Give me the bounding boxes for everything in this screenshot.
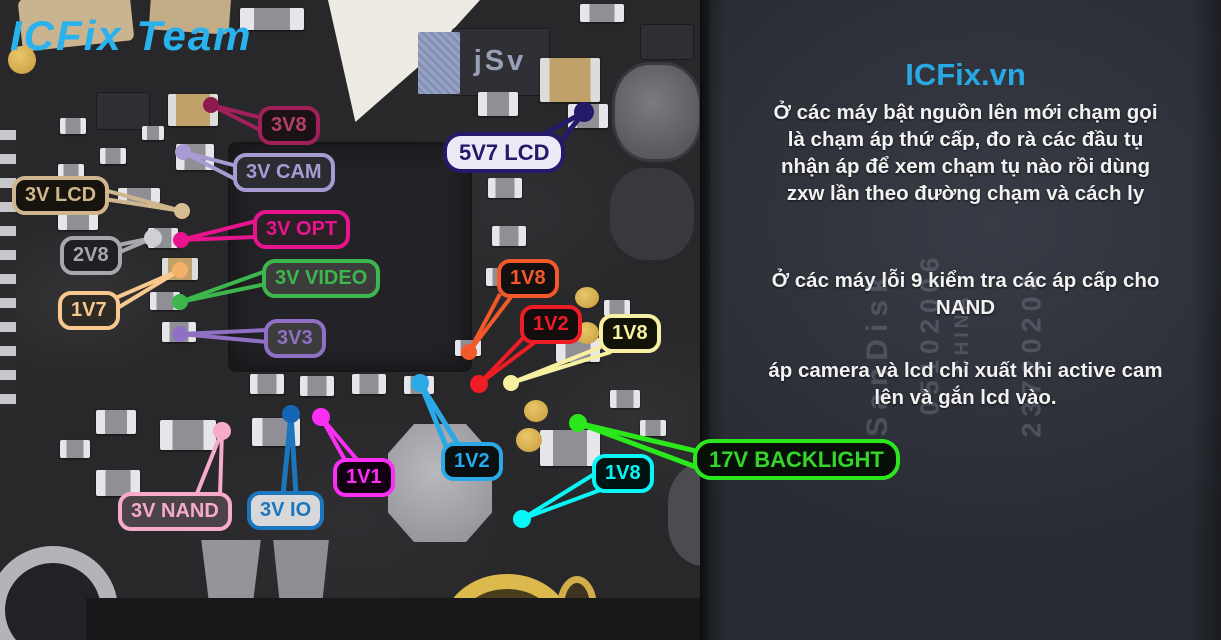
pcb-chip	[96, 92, 150, 130]
voltage-label-1v2-red: 1V2	[520, 305, 582, 344]
pcb-capacitor	[478, 92, 518, 116]
paragraph-line: Ở các máy bật nguồn lên mới chạm gọi	[773, 101, 1158, 124]
watermark-icfix-team: ICFix Team	[10, 12, 253, 59]
panel-title: ICFix.vn	[905, 57, 1026, 92]
pcb-round-component	[610, 168, 694, 260]
pcb-capacitor	[404, 376, 434, 394]
voltage-label-text: 3V IO	[260, 499, 312, 521]
pcb-capacitor	[300, 376, 334, 396]
pcb-capacitor	[640, 420, 666, 436]
voltage-label-3v8: 3V8	[258, 106, 320, 145]
pcb-chip	[640, 24, 694, 60]
pcb-gold-via	[575, 287, 599, 308]
voltage-label-1v8-opt: 1V8	[497, 259, 559, 298]
voltage-label-1v8-cyan: 1V8	[592, 454, 654, 493]
pcb-capacitor-gold	[168, 94, 218, 126]
paragraph-line: Ở các máy lỗi 9 kiểm tra các áp cấp cho	[771, 269, 1160, 292]
pcb-capacitor	[252, 418, 300, 446]
voltage-label-text: 3V8	[271, 114, 307, 136]
voltage-label-text: 1V2	[454, 450, 490, 472]
voltage-label-text: 1V2	[533, 313, 569, 335]
voltage-label-text: 1V1	[346, 466, 382, 488]
voltage-label-text: 1V8	[605, 462, 641, 484]
jsv-chip-label: jSv	[473, 44, 527, 77]
pcb-bottom-strip	[86, 598, 704, 640]
pcb-capacitor	[176, 144, 214, 170]
pcb-capacitor	[352, 374, 386, 394]
pcb-gold-via	[516, 428, 542, 452]
voltage-label-text: 5V7 LCD	[459, 140, 550, 165]
pcb-pad-strip	[0, 130, 16, 410]
pcb-capacitor	[60, 118, 86, 134]
pcb-capacitor	[580, 4, 624, 22]
voltage-label-text: 3V VIDEO	[275, 267, 368, 289]
paragraph-line: NAND	[935, 296, 996, 319]
pcb-gold-pad	[8, 46, 36, 74]
voltage-label-3v-opt: 3V OPT	[253, 210, 351, 249]
pcb-capacitor	[568, 104, 608, 128]
voltage-label-3v-io: 3V IO	[247, 491, 325, 530]
voltage-label-text: 1V8	[510, 267, 546, 289]
pcb-capacitor	[540, 430, 600, 466]
paragraph-line: lên và gắn lcd vào.	[874, 386, 1057, 409]
pcb-speckle-patch	[418, 32, 460, 94]
chip-marking-china: CHINA	[952, 292, 973, 374]
pcb-capacitor-gold	[162, 258, 198, 280]
voltage-label-1v1: 1V1	[333, 458, 395, 497]
pcb-capacitor	[142, 126, 164, 140]
pcb-capacitor	[60, 440, 90, 458]
pcb-capacitor	[96, 410, 136, 434]
voltage-label-text: 3V OPT	[266, 218, 338, 240]
chip-marking-number: 05102006	[914, 251, 945, 416]
pcb-capacitor	[488, 178, 522, 198]
pcb-capacitor	[100, 148, 126, 164]
chip-marking-code: 23720204	[1016, 269, 1047, 438]
voltage-label-text: 3V NAND	[131, 500, 219, 522]
voltage-label-2v8: 2V8	[60, 236, 122, 275]
voltage-label-3v-cam: 3V CAM	[233, 153, 335, 192]
pcb-capacitor	[160, 420, 216, 450]
panel-paragraph-2: Ở các máy lỗi 9 kiểm tra các áp cấp cho …	[710, 267, 1221, 321]
pcb-coil	[612, 62, 702, 162]
panel-paragraph-1: Ở các máy bật nguồn lên mới chạm gọi là …	[710, 99, 1221, 207]
paragraph-line: áp camera và lcd chỉ xuất khi active cam	[768, 359, 1163, 382]
voltage-label-5v7-lcd: 5V7 LCD	[443, 132, 566, 174]
pcb-capacitor	[610, 390, 640, 408]
panel-paragraph-3: áp camera và lcd chỉ xuất khi active cam…	[710, 357, 1221, 411]
pcb-panel-seam	[700, 0, 712, 640]
voltage-label-1v7: 1V7	[58, 291, 120, 330]
voltage-label-3v-lcd: 3V LCD	[12, 176, 110, 215]
voltage-label-text: 1V7	[71, 299, 107, 321]
paragraph-line: là chạm áp thứ cấp, đo rà các đầu tụ	[787, 128, 1144, 151]
pcb-capacitor	[118, 188, 160, 203]
pcb-capacitor	[240, 8, 304, 30]
voltage-label-text: 3V CAM	[246, 161, 322, 183]
paragraph-line: zxw lần theo đường chạm và cách ly	[786, 182, 1145, 205]
voltage-label-text: 2V8	[73, 244, 109, 266]
pcb-capacitor	[455, 340, 481, 356]
info-panel: ICFix.vn Ở các máy bật nguồn lên mới chạ…	[710, 0, 1221, 640]
voltage-label-1v2-blue: 1V2	[441, 442, 503, 481]
voltage-label-text: 1V8	[612, 322, 648, 344]
pcb-capacitor	[250, 374, 284, 394]
pcb-capacitor	[492, 226, 526, 246]
pcb-capacitor-gold	[540, 58, 600, 102]
voltage-label-text: 17V BACKLIGHT	[709, 447, 884, 472]
pcb-capacitor	[150, 292, 180, 310]
pcb-capacitor	[96, 470, 140, 496]
voltage-label-1v8-yellow: 1V8	[599, 314, 661, 353]
pcb-capacitor	[604, 300, 630, 316]
voltage-label-text: 3V3	[277, 327, 313, 349]
voltage-label-17v-backlight: 17V BACKLIGHT	[693, 439, 900, 481]
voltage-label-3v3: 3V3	[264, 319, 326, 358]
pcb-capacitor	[148, 228, 178, 248]
voltage-label-3v-nand: 3V NAND	[118, 492, 232, 531]
pcb-capacitor	[162, 322, 196, 342]
paragraph-line: nhận áp để xem chạm tụ nào rồi dùng	[780, 155, 1151, 178]
voltage-label-text: 3V LCD	[25, 184, 97, 206]
voltage-label-3v-video: 3V VIDEO	[262, 259, 381, 298]
pcb-gold-via	[524, 400, 548, 422]
